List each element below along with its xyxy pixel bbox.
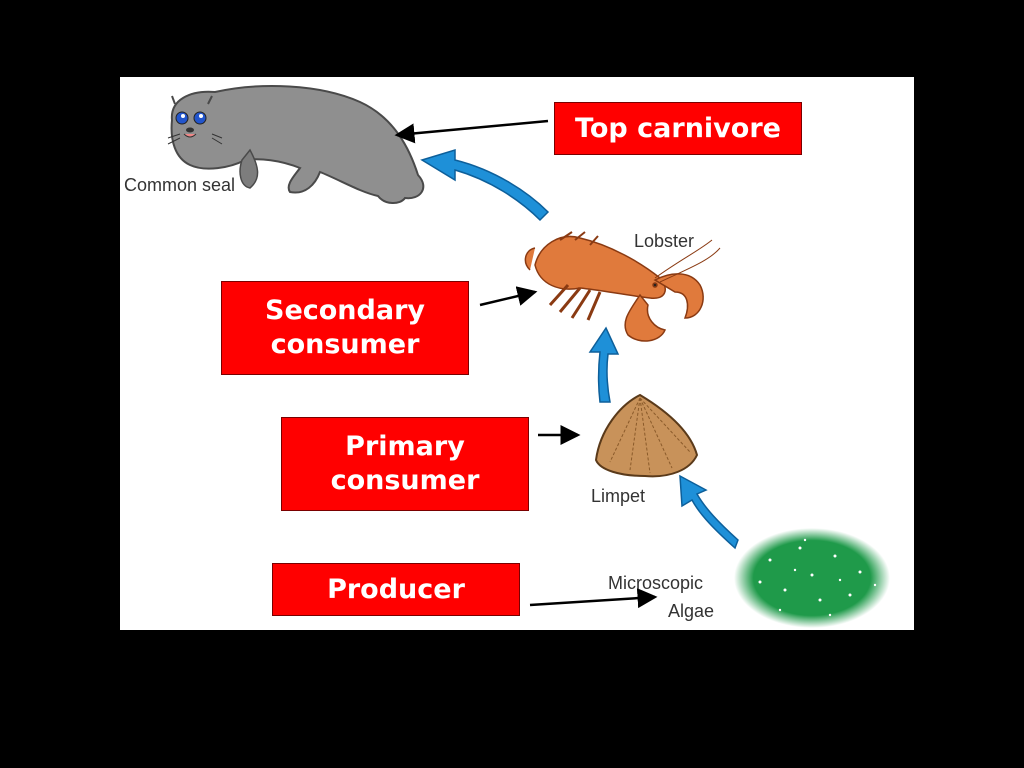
tag-top-carnivore-text: Top carnivore (575, 112, 781, 144)
tag-top-carnivore: Top carnivore (554, 102, 802, 155)
tag-secondary-line2: consumer (270, 329, 420, 360)
label-algae-line1: Microscopic (608, 573, 704, 593)
lobster-illustration (524, 231, 721, 342)
pointer-secondary (479, 286, 538, 307)
pointer-producer (529, 588, 658, 609)
tag-producer: Producer (272, 563, 520, 616)
tag-secondary-consumer: Secondary consumer (221, 281, 469, 375)
limpet-illustration (594, 393, 699, 478)
seal-illustration (167, 85, 425, 204)
tag-primary-line2: consumer (330, 465, 480, 496)
tag-producer-text: Producer (327, 573, 465, 605)
label-algae-line2: Algae (668, 601, 715, 621)
flow-arrow-limpet-to-lobster (588, 326, 620, 403)
energy-flow-arrows (420, 148, 739, 550)
label-lobster: Lobster (634, 231, 695, 251)
flow-arrow-algae-to-limpet (679, 474, 739, 550)
tag-primary-line1: Primary (345, 431, 465, 463)
flow-arrow-lobster-to-seal (420, 148, 550, 222)
algae-illustration (734, 528, 890, 628)
tag-primary-consumer: Primary consumer (281, 417, 529, 511)
tag-secondary-line1: Secondary (265, 295, 425, 327)
pointer-top-carnivore (394, 119, 549, 144)
label-pointers (394, 119, 658, 609)
label-limpet: Limpet (591, 486, 646, 506)
label-common-seal: Common seal (124, 175, 236, 195)
